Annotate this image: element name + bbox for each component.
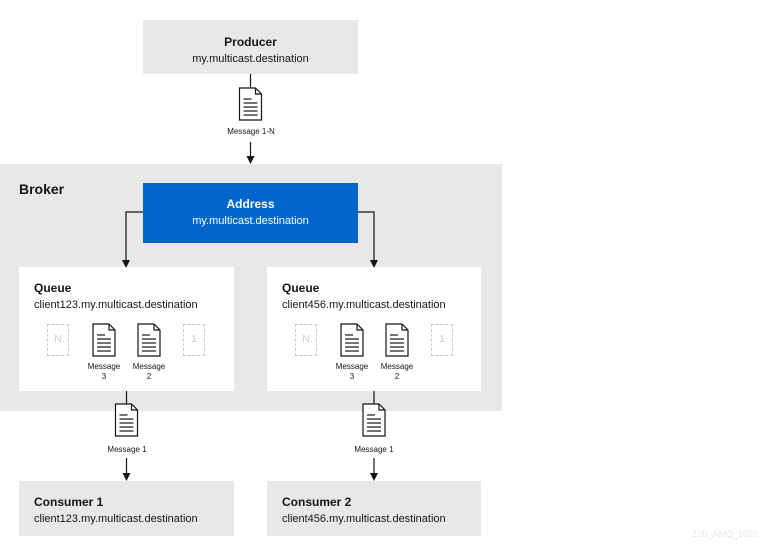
consumer-1-title: Consumer 1 <box>34 495 104 509</box>
queue-2-message-3-doc-icon <box>340 323 364 357</box>
producer-message-label: Message 1-N <box>227 127 275 136</box>
broker-label: Broker <box>19 181 65 197</box>
consumer-1-message-label: Message 1 <box>107 445 147 454</box>
queue-1-box: Queue client123.my.multicast.destination <box>19 267 234 391</box>
queue-2-message-2-line2: 2 <box>394 372 400 381</box>
queue-1-destination: client123.my.multicast.destination <box>34 299 198 311</box>
queue-2-destination: client456.my.multicast.destination <box>282 299 446 311</box>
address-title: Address <box>226 197 275 211</box>
producer-box: Producer my.multicast.destination <box>143 20 358 74</box>
queue-2-message-2-doc-icon <box>385 323 409 357</box>
consumer-2-message-label: Message 1 <box>354 445 394 454</box>
consumer-2-message-doc-icon <box>362 403 386 437</box>
queue-1-message-3-doc-icon <box>92 323 116 357</box>
consumer-2-title: Consumer 2 <box>282 495 352 509</box>
queue-1-message-3-line2: 3 <box>101 372 107 381</box>
queue-1-message-2-label: Message 2 <box>129 362 169 382</box>
queue-1-ghost-message-1: 1 <box>183 324 205 356</box>
queue-2-message-2-label: Message 2 <box>377 362 417 382</box>
address-box: Address my.multicast.destination <box>143 183 358 243</box>
queue-2-message-3-line2: 3 <box>349 372 355 381</box>
queue-1-ghost-message-n: N <box>47 324 69 356</box>
queue-1-message-2-doc-icon <box>137 323 161 357</box>
queue-2-message-2-line1: Message <box>380 362 414 371</box>
queue-2-title: Queue <box>282 281 320 295</box>
producer-title: Producer <box>224 35 277 49</box>
producer-message-doc-icon <box>238 87 263 121</box>
consumer-1-message-doc-icon <box>114 403 139 437</box>
queue-1-message-3-line1: Message <box>87 362 121 371</box>
queue-2-message-3-label: Message 3 <box>332 362 372 382</box>
consumer-2-destination: client456.my.multicast.destination <box>282 513 446 525</box>
address-destination: my.multicast.destination <box>192 215 309 227</box>
queue-2-box: Queue client456.my.multicast.destination <box>267 267 481 391</box>
queue-2-ghost-message-1: 1 <box>431 324 453 356</box>
figure-id-watermark: 120_AMQ_1020 <box>692 529 758 539</box>
queue-2-message-3-line1: Message <box>335 362 369 371</box>
queue-1-message-2-line2: 2 <box>146 372 152 381</box>
address-to-queue-1-arrow <box>122 211 143 268</box>
address-to-queue-2-arrow <box>358 211 378 268</box>
consumer-2-box: Consumer 2 client456.my.multicast.destin… <box>267 481 481 536</box>
consumer-1-destination: client123.my.multicast.destination <box>34 513 198 525</box>
queue-1-title: Queue <box>34 281 72 295</box>
producer-destination: my.multicast.destination <box>192 53 309 65</box>
queue-1-message-2-line1: Message <box>132 362 166 371</box>
queue-1-message-3-label: Message 3 <box>84 362 124 382</box>
consumer-1-box: Consumer 1 client123.my.multicast.destin… <box>19 481 234 536</box>
queue-2-ghost-message-n: N <box>295 324 317 356</box>
